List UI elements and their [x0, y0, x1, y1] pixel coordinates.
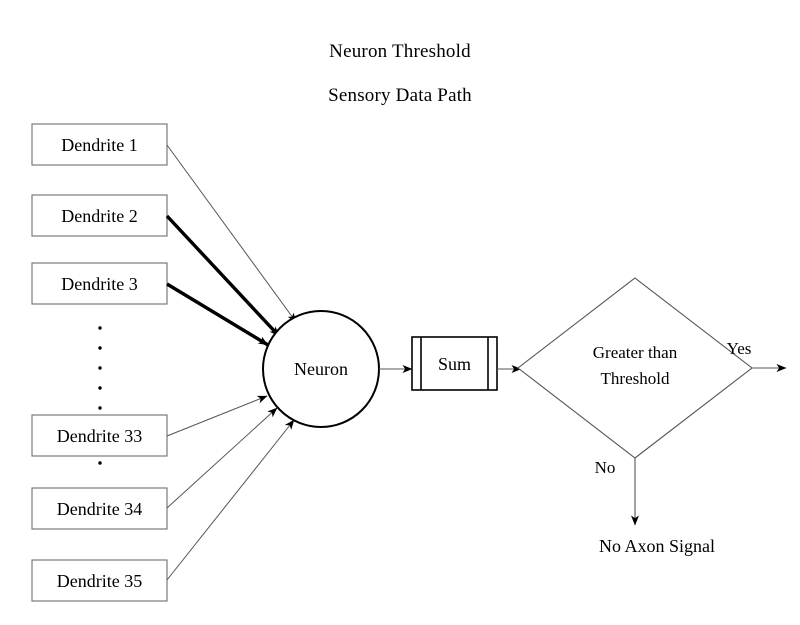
connector-dendrite-35-to-neuron: [166, 419, 295, 581]
decision-diamond[interactable]: [517, 277, 753, 459]
diagram-title-line-1: Neuron Threshold: [329, 41, 471, 62]
dendrite-box-2[interactable]: [31, 194, 168, 237]
dendrite-box-35[interactable]: [31, 559, 168, 602]
connector-dendrite-34-to-neuron: [166, 407, 278, 509]
dendrite-boxes: [31, 123, 168, 602]
dendrite-box-34[interactable]: [31, 487, 168, 530]
connector-dendrite-3-to-neuron: [166, 282, 269, 347]
dendrite-box-33[interactable]: [31, 414, 168, 457]
sum-process-box[interactable]: [411, 336, 498, 391]
vertical-ellipsis-dots: [98, 326, 102, 465]
diagram-title-line-2: Sensory Data Path: [328, 85, 472, 106]
dendrite-box-3[interactable]: [31, 262, 168, 305]
connector-dendrite-2-to-neuron: [165, 214, 281, 338]
connector-dendrite-33-to-neuron: [166, 395, 268, 437]
neuron-circle[interactable]: [262, 310, 380, 428]
dendrite-connectors: [165, 144, 297, 581]
connector-dendrite-1-to-neuron: [166, 144, 297, 323]
dendrite-box-1[interactable]: [31, 123, 168, 166]
